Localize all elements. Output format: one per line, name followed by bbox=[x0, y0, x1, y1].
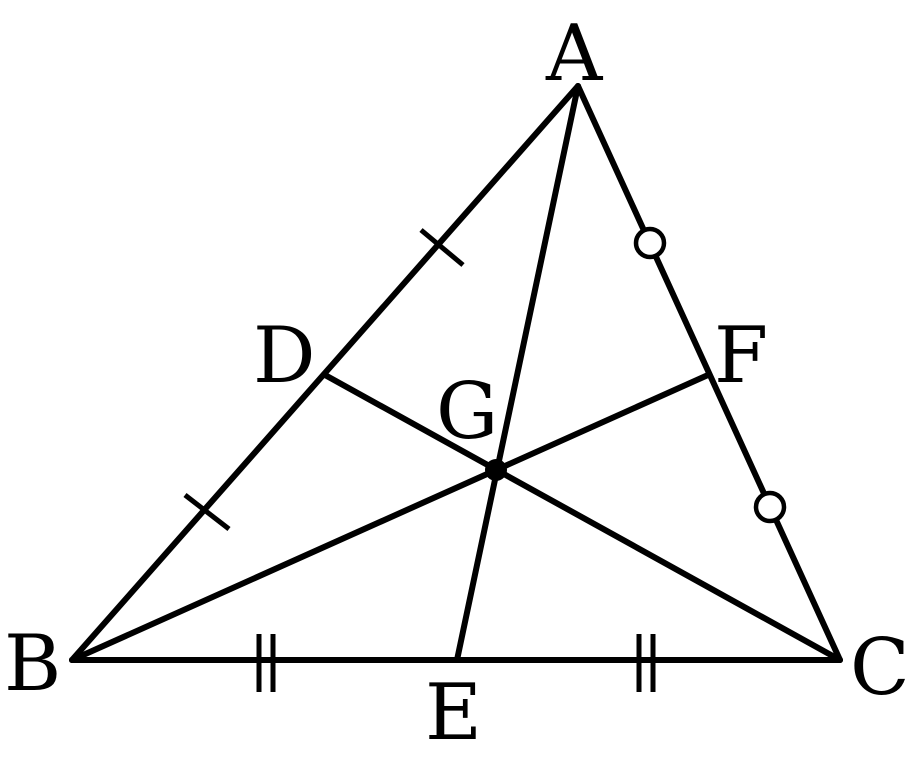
label-f: F bbox=[714, 311, 768, 401]
label-g: G bbox=[436, 367, 498, 457]
label-a: A bbox=[545, 9, 604, 99]
circle-mark-af bbox=[633, 226, 667, 260]
double-tick-ec bbox=[636, 634, 656, 692]
label-c: C bbox=[850, 623, 910, 713]
label-d: D bbox=[253, 311, 316, 401]
tick-db bbox=[183, 493, 231, 531]
median-cd bbox=[322, 372, 843, 663]
double-tick-be bbox=[256, 634, 276, 692]
median-ae bbox=[454, 83, 581, 663]
circle-mark-fc bbox=[753, 490, 787, 524]
label-e: E bbox=[425, 668, 482, 758]
median-bf bbox=[69, 372, 711, 663]
centroid-point bbox=[485, 459, 507, 481]
label-b: B bbox=[4, 619, 61, 709]
tick-ad bbox=[419, 228, 465, 267]
